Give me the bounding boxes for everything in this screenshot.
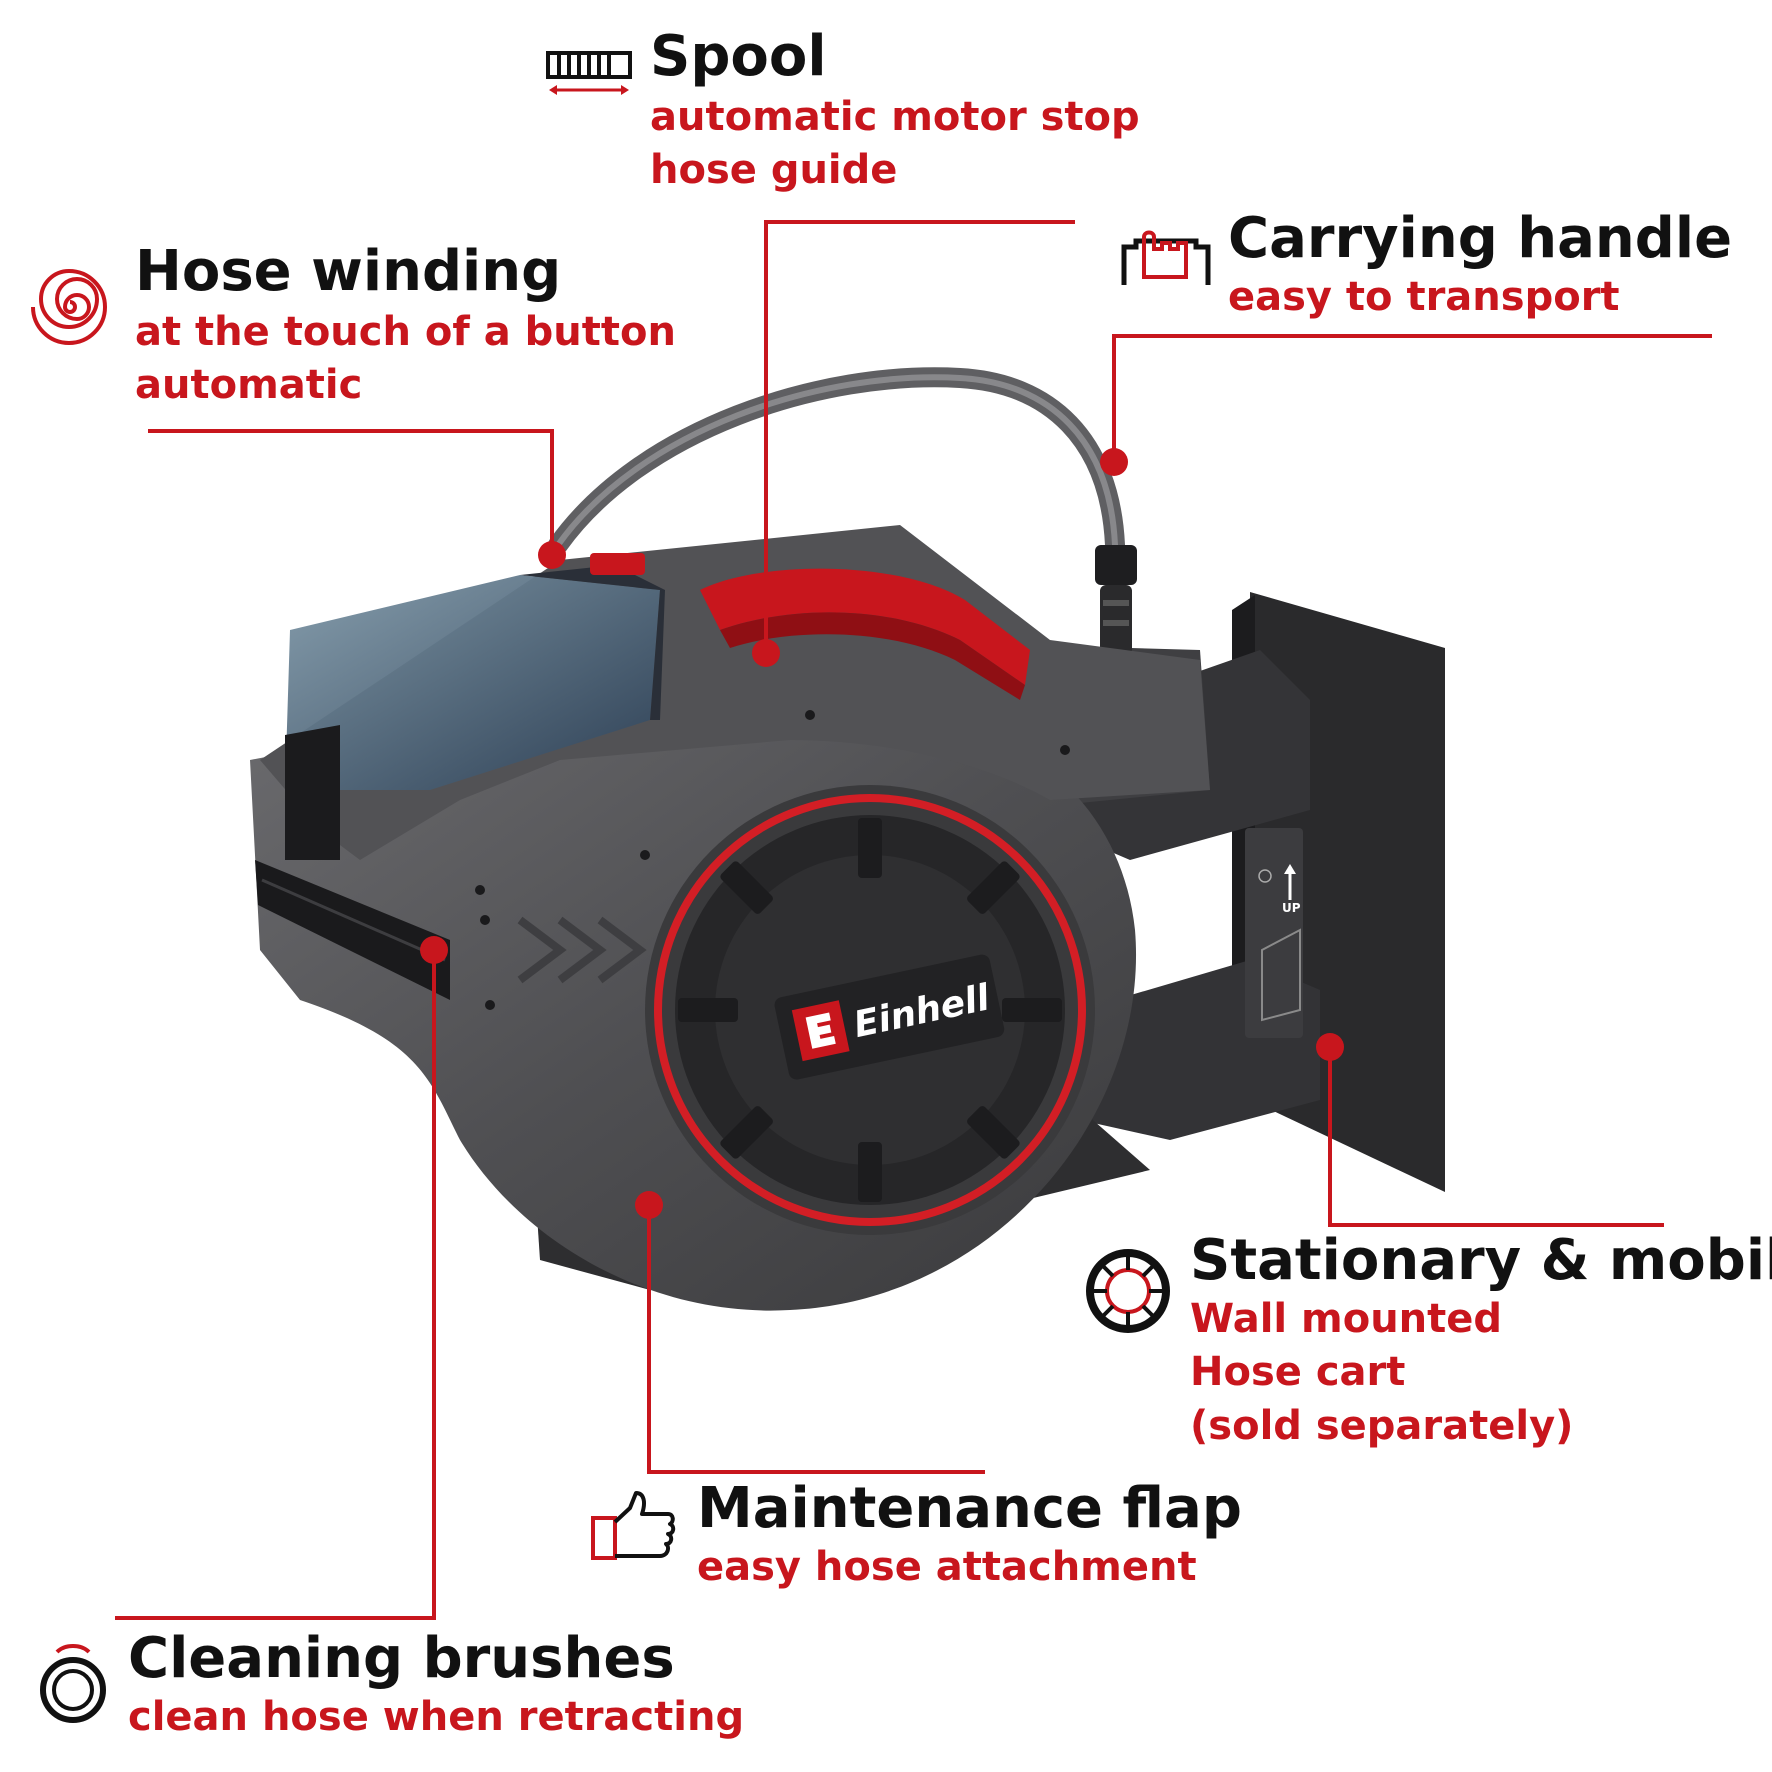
cleaning-brushes-leader-line: [115, 950, 436, 1620]
maintenance-flap-marker-dot: [635, 1191, 663, 1219]
feature-stationary-mobile: Stationary & mobile Wall mounted Hose ca…: [1190, 1228, 1772, 1454]
spool-icon: [545, 48, 633, 96]
feature-hose-winding: Hose winding at the touch of a button au…: [135, 239, 676, 413]
spool-leader-line: [764, 220, 1075, 653]
hose-winding-leader-line: [148, 429, 554, 555]
spiral-icon: [25, 262, 115, 352]
svg-text:UP: UP: [1282, 901, 1301, 915]
feature-title: Maintenance flap: [697, 1476, 1242, 1541]
stationary-marker-dot: [1316, 1033, 1344, 1061]
thumbs-up-icon: [590, 1490, 676, 1564]
feature-maintenance-flap: Maintenance flap easy hose attachment: [697, 1476, 1242, 1594]
feature-line: hose guide: [650, 147, 898, 194]
feature-line: Hose cart: [1190, 1349, 1406, 1396]
feature-line: clean hose when retracting: [128, 1693, 745, 1740]
feature-line: at the touch of a button: [135, 308, 676, 355]
feature-spool: Spool automatic motor stop hose guide: [650, 24, 1140, 198]
cleaning-brushes-marker-dot: [420, 936, 448, 964]
feature-line: (sold separately): [1190, 1402, 1574, 1449]
feature-line: easy hose attachment: [697, 1543, 1197, 1590]
feature-title: Hose winding: [135, 239, 562, 304]
feature-line: automatic: [135, 362, 363, 409]
feature-carrying-handle: Carrying handle easy to transport: [1228, 206, 1733, 324]
feature-line: automatic motor stop: [650, 93, 1140, 140]
feature-title: Carrying handle: [1228, 206, 1733, 271]
wheel-icon: [1085, 1248, 1171, 1334]
feature-title: Cleaning brushes: [128, 1626, 675, 1691]
hand-handle-icon: [1120, 225, 1212, 287]
maintenance-flap-leader-line: [647, 1205, 985, 1474]
feature-title: Spool: [650, 24, 827, 89]
ring-icon: [35, 1640, 111, 1724]
feature-line: easy to transport: [1228, 273, 1620, 320]
stationary-leader-line: [1328, 1047, 1664, 1227]
feature-line: Wall mounted: [1190, 1295, 1503, 1342]
feature-title: Stationary & mobile: [1190, 1228, 1772, 1293]
spool-marker-dot: [752, 639, 780, 667]
feature-cleaning-brushes: Cleaning brushes clean hose when retract…: [128, 1626, 745, 1744]
hose-winding-marker-dot: [538, 541, 566, 569]
carrying-handle-marker-dot: [1100, 448, 1128, 476]
carrying-handle-leader-line: [1112, 334, 1712, 462]
